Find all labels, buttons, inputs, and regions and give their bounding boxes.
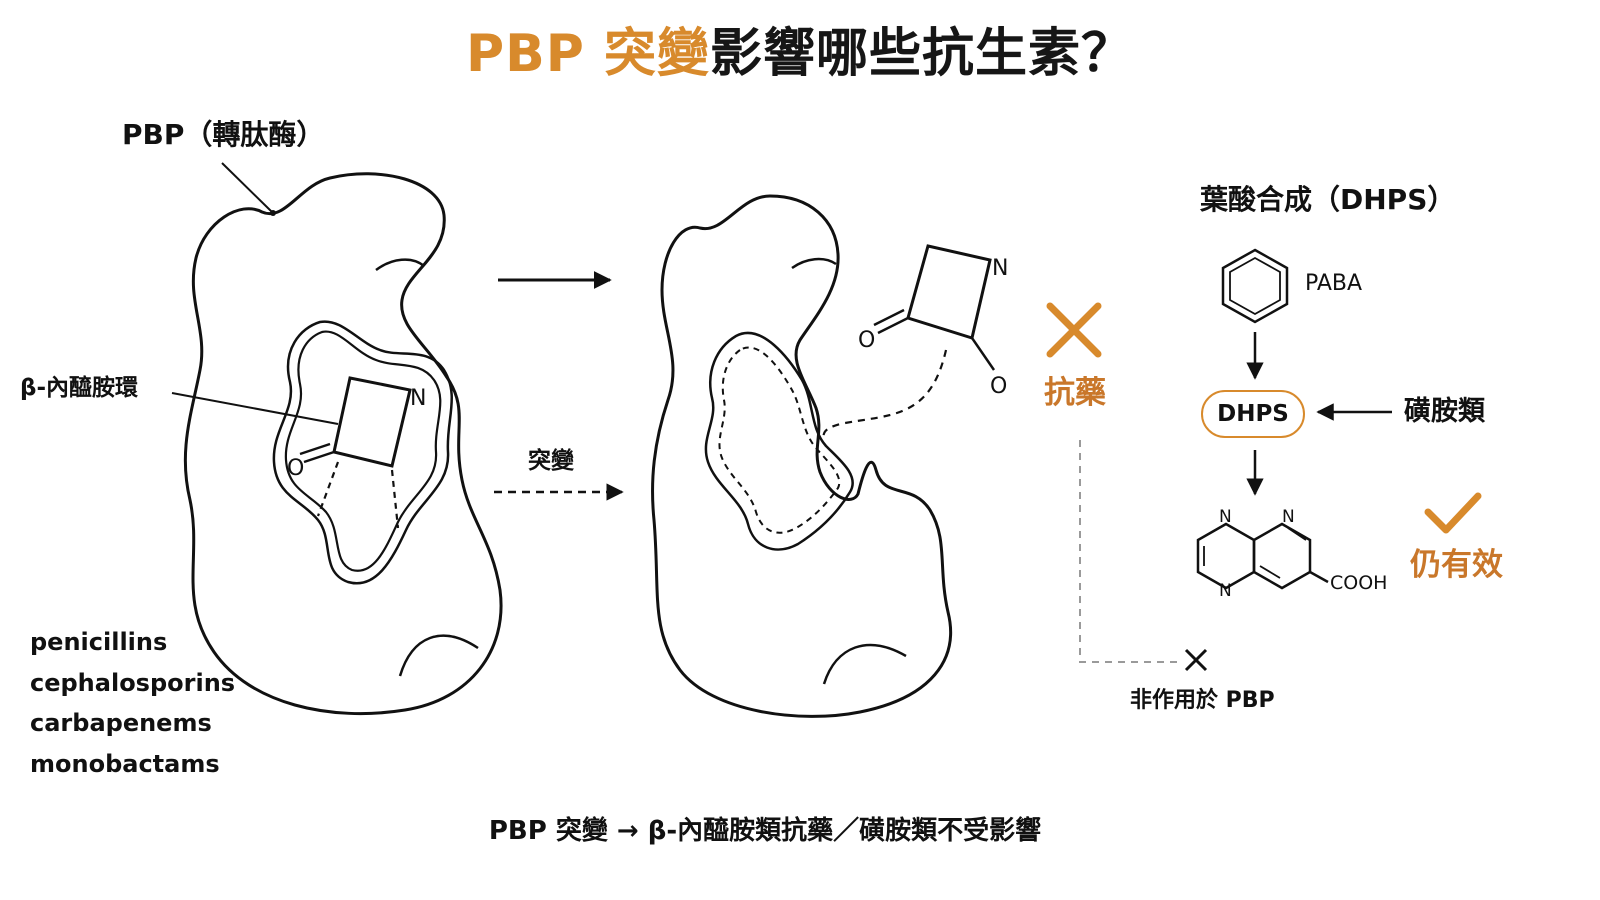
active-site-pocket-inner [284,330,442,572]
free-bond-o [970,337,996,371]
gray-dashed-connector [1079,440,1180,663]
beta-lactam-ring-free [906,244,992,340]
mutated-surface-curve [791,257,837,270]
dhps-label: DHPS [1217,401,1289,427]
beta-lactam-ring-label: β-內醯胺環 [20,375,139,401]
dhps-enzyme-box: DHPS [1201,390,1305,438]
antibiotic-class-item: cephalosporins [30,668,236,697]
atom-n-2: N [1282,507,1295,527]
beta-lactam-pointer [171,392,339,425]
pbp-pointer-dot [270,210,276,216]
atom-n-3: N [1219,581,1232,601]
pbp-pointer-line [221,162,273,213]
check-icon [1424,492,1482,534]
small-cross-icon [1184,648,1208,672]
active-site-pocket-outer [272,320,453,585]
bond-dashed-1 [316,461,340,517]
antibiotic-class-item: monobactams [30,749,220,778]
atom-o-free-carbonyl: O [858,328,876,353]
pteridine-product [1196,522,1329,590]
cooh-label: COOH [1330,572,1388,594]
title-highlight: PBP 突變 [466,24,710,84]
carbonyl-bond-2 [299,442,331,456]
atom-o-free: O [990,374,1008,399]
folate-synthesis-title: 葉酸合成（DHPS） [1200,183,1456,216]
free-carbonyl-2 [873,308,905,327]
mutated-pbp-outline [651,194,953,718]
failed-binding-dashed [822,349,948,441]
pbp-enzyme-label: PBP（轉肽酶） [122,118,325,151]
mutated-surface-curve-lower [822,643,907,685]
antibiotic-class-item: carbapenems [30,709,212,737]
pbp-surface-curve [375,258,425,272]
carbonyl-bond-1 [303,450,335,464]
pbp-surface-curve-lower [398,634,479,677]
not-pbp-label: 非作用於 PBP [1130,688,1275,713]
distorted-pocket-inner [718,346,841,534]
paba-label: PABA [1305,271,1363,296]
mutation-label: 突變 [528,448,574,474]
distorted-pocket-outer [704,331,854,551]
atom-n-free: N [992,256,1009,281]
bond-dashed-2 [390,469,400,529]
footer-summary: PBP 突變 → β-內醯胺類抗藥／磺胺類不受影響 [488,816,1042,846]
pbp-protein-outline [183,172,503,716]
title-rest: 影響哪些抗生素？ [709,24,1134,84]
free-carbonyl-1 [877,316,909,335]
antibiotic-class-item: penicillins [30,628,168,656]
still-effective-label: 仍有效 [1410,547,1503,583]
atom-n-1: N [1219,507,1232,527]
atom-o-bound: O [287,456,305,481]
sulfonamides-label: 磺胺類 [1404,396,1485,427]
resistant-label: 抗藥 [1044,375,1106,411]
benzene-ring [1221,248,1289,324]
page-title: PBP 突變影響哪些抗生素？ [0,28,1600,80]
atom-n-bound: N [410,386,427,411]
cross-icon [1046,302,1102,358]
beta-lactam-ring-bound [332,376,412,468]
antibiotic-class-list: penicillins cephalosporins carbapenems m… [30,622,235,784]
